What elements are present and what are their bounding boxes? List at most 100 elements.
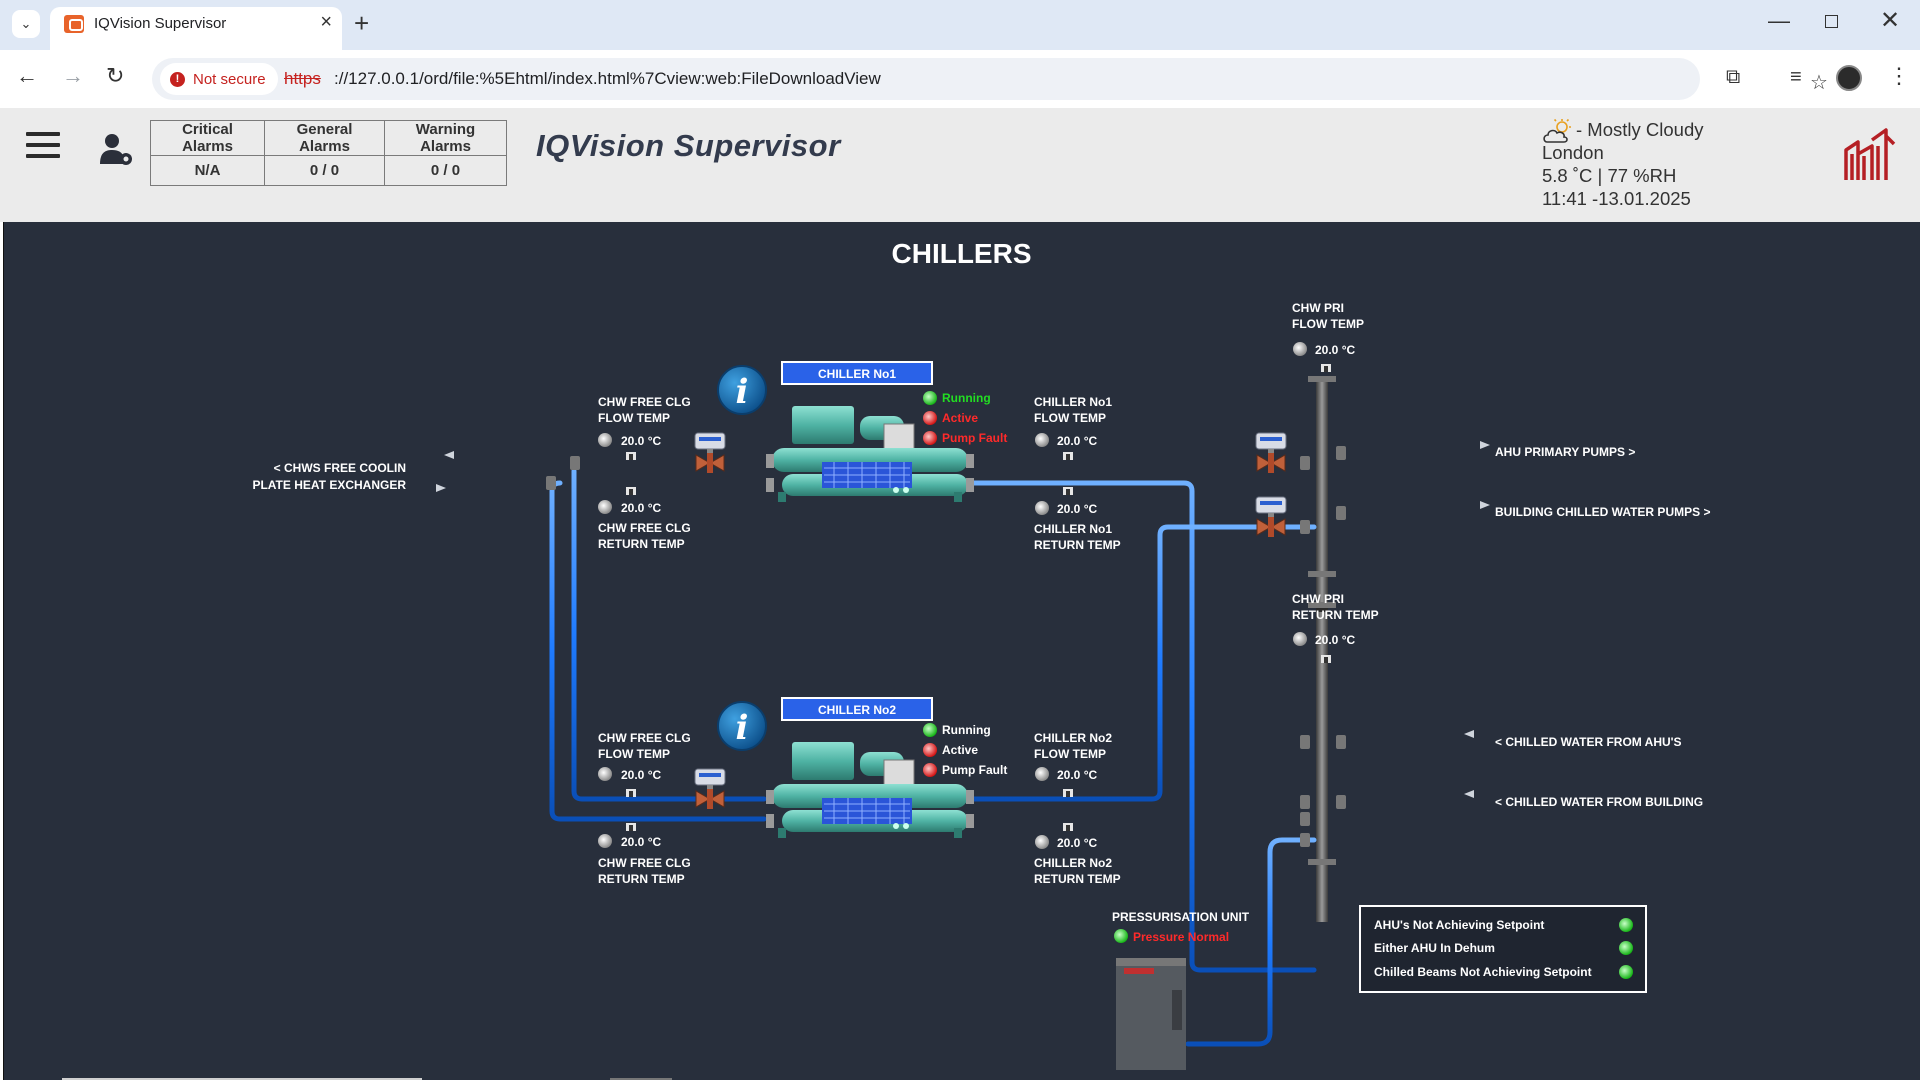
media-control-icon[interactable]: ≡ xyxy=(1790,66,1802,88)
c2-free-return-value[interactable]: 20.0 °C xyxy=(621,835,661,849)
c2-running-indicator-icon xyxy=(923,723,937,737)
c1-return-label1: CHILLER No1 xyxy=(1034,522,1112,536)
profile-avatar-icon[interactable] xyxy=(1836,65,1862,91)
new-tab-plus-icon[interactable]: + xyxy=(354,8,370,38)
pri-return-value[interactable]: 20.0 °C xyxy=(1315,633,1355,647)
c2-free-flow-label2: FLOW TEMP xyxy=(598,747,670,761)
url-scheme: https xyxy=(284,69,321,88)
bottom-scroll-indicator-2 xyxy=(610,1078,672,1080)
warning-alarms-value[interactable]: 0 / 0 xyxy=(384,155,507,186)
pressurisation-status: Pressure Normal xyxy=(1133,930,1229,944)
window-minimize-icon[interactable]: — xyxy=(1768,8,1790,33)
chillers-graphic: CHILLERS xyxy=(3,222,1920,1080)
address-bar[interactable]: ! Not secure https ://127.0.0.1/ord/file… xyxy=(152,58,1828,100)
c1-flow-sensor-icon xyxy=(1035,433,1049,447)
dest-ahu-primary-pumps[interactable]: AHU PRIMARY PUMPS > xyxy=(1495,445,1635,459)
browser-tab-strip: ⌄ IQVision Supervisor × + — ✕ xyxy=(0,0,1920,50)
status-row-ahu-dehum: Either AHU In Dehum xyxy=(1374,941,1495,955)
svg-text:i: i xyxy=(736,372,749,412)
c1-flow-value[interactable]: 20.0 °C xyxy=(1057,434,1097,448)
weather-temp-rh: 5.8 ˚C | 77 %RH xyxy=(1542,165,1677,186)
general-alarms-header: General Alarms xyxy=(264,120,385,156)
c1-return-sensor-icon xyxy=(1035,501,1049,515)
security-label: Not secure xyxy=(193,70,266,88)
dest-from-ahus[interactable]: < CHILLED WATER FROM AHU'S xyxy=(1495,735,1682,749)
c1-return-value[interactable]: 20.0 °C xyxy=(1057,502,1097,516)
c2-free-return-label1: CHW FREE CLG xyxy=(598,856,691,870)
c1-free-flow-label1: CHW FREE CLG xyxy=(598,395,691,409)
c2-status-running: Running xyxy=(942,723,991,737)
dest-from-building[interactable]: < CHILLED WATER FROM BUILDING xyxy=(1495,795,1703,809)
critical-alarms-header: Critical Alarms xyxy=(150,120,265,156)
c1-active-indicator-icon xyxy=(923,411,937,425)
critical-alarms-value[interactable]: N/A xyxy=(150,155,265,186)
c2-return-sensor-icon xyxy=(1035,835,1049,849)
c2-free-flow-value[interactable]: 20.0 °C xyxy=(621,768,661,782)
not-secure-icon: ! xyxy=(170,71,185,87)
c2-free-flow-sensor-icon xyxy=(598,767,612,781)
status-ahu-dehum-indicator-icon xyxy=(1619,941,1633,955)
c1-flow-label2: FLOW TEMP xyxy=(1034,411,1106,425)
reload-icon[interactable]: ↻ xyxy=(106,63,125,88)
forward-arrow-icon[interactable]: → xyxy=(62,63,84,88)
pri-flow-value[interactable]: 20.0 °C xyxy=(1315,343,1355,357)
c2-pump-fault-indicator-icon xyxy=(923,763,937,777)
pri-return-label1: CHW PRI xyxy=(1292,592,1344,606)
c1-return-label2: RETURN TEMP xyxy=(1034,538,1121,552)
chiller1-info-icon[interactable]: i xyxy=(717,365,767,415)
c1-flow-label1: CHILLER No1 xyxy=(1034,395,1112,409)
general-alarms-value[interactable]: 0 / 0 xyxy=(264,155,385,186)
dest-building-pumps[interactable]: BUILDING CHILLED WATER PUMPS > xyxy=(1495,505,1710,519)
c1-free-flow-label2: FLOW TEMP xyxy=(598,411,670,425)
back-arrow-icon[interactable]: ← xyxy=(16,63,38,88)
user-settings-icon[interactable] xyxy=(98,132,134,168)
c1-free-return-value[interactable]: 20.0 °C xyxy=(621,501,661,515)
bottom-scroll-indicator xyxy=(62,1078,422,1080)
chiller-schematic: i i < CHWS FREE COOLIN PLATE HEAT EXCHAN… xyxy=(252,301,1710,1070)
c1-free-return-sensor-icon xyxy=(598,500,612,514)
tab-close-icon[interactable]: × xyxy=(320,11,332,33)
status-beams-setpoint-indicator-icon xyxy=(1619,965,1633,979)
hamburger-menu-icon[interactable] xyxy=(26,132,60,162)
extensions-icon[interactable]: ⧉ xyxy=(1726,66,1741,88)
chiller1-name-box[interactable] xyxy=(781,361,933,385)
c1-free-flow-value[interactable]: 20.0 °C xyxy=(621,434,661,448)
window-restore-icon[interactable] xyxy=(1825,15,1838,28)
c1-free-return-label1: CHW FREE CLG xyxy=(598,521,691,535)
c2-flow-sensor-icon xyxy=(1035,767,1049,781)
chiller2-name: CHILLER No2 xyxy=(818,703,896,717)
browser-menu-icon[interactable]: ⋮ xyxy=(1888,63,1910,88)
c2-status-active: Active xyxy=(942,743,978,757)
warning-alarms-header: Warning Alarms xyxy=(384,120,507,156)
bookmark-star-icon[interactable]: ☆ xyxy=(1810,72,1828,94)
c2-free-flow-label1: CHW FREE CLG xyxy=(598,731,691,745)
status-row-beams-setpoint: Chilled Beams Not Achieving Setpoint xyxy=(1374,965,1592,979)
pressure-indicator-icon xyxy=(1114,929,1128,943)
url-text: ://127.0.0.1/ord/file:%5Ehtml/index.html… xyxy=(334,69,881,88)
window-close-icon[interactable]: ✕ xyxy=(1880,7,1901,34)
weather-condition: - Mostly Cloudy xyxy=(1576,119,1704,140)
c2-flow-value[interactable]: 20.0 °C xyxy=(1057,768,1097,782)
tab-search-chevron-icon[interactable]: ⌄ xyxy=(12,10,40,38)
app-header: Critical Alarms General Alarms Warning A… xyxy=(0,108,1920,222)
chiller2-info-icon[interactable]: i xyxy=(717,701,767,751)
building-logo-icon xyxy=(1844,128,1896,180)
c1-free-return-label2: RETURN TEMP xyxy=(598,537,685,551)
weather-datetime: 11:41 -13.01.2025 xyxy=(1542,188,1691,209)
chiller2-name-box[interactable] xyxy=(781,697,933,721)
pri-flow-label1: CHW PRI xyxy=(1292,301,1344,315)
c2-flow-label2: FLOW TEMP xyxy=(1034,747,1106,761)
alarm-summary-table: Critical Alarms General Alarms Warning A… xyxy=(150,120,507,186)
page-title: CHILLERS xyxy=(891,238,1032,269)
browser-tab[interactable]: IQVision Supervisor × xyxy=(50,7,342,50)
tab-title: IQVision Supervisor xyxy=(94,15,227,32)
c2-free-return-sensor-icon xyxy=(598,834,612,848)
hx-label-line1: < CHWS FREE COOLIN xyxy=(274,461,406,475)
c2-status-pump-fault: Pump Fault xyxy=(942,763,1007,777)
pri-flow-label2: FLOW TEMP xyxy=(1292,317,1364,331)
c2-active-indicator-icon xyxy=(923,743,937,757)
security-chip[interactable]: ! Not secure xyxy=(160,63,278,95)
c2-return-value[interactable]: 20.0 °C xyxy=(1057,836,1097,850)
pressurisation-unit[interactable] xyxy=(1116,958,1186,1070)
c1-status-running: Running xyxy=(942,391,991,405)
